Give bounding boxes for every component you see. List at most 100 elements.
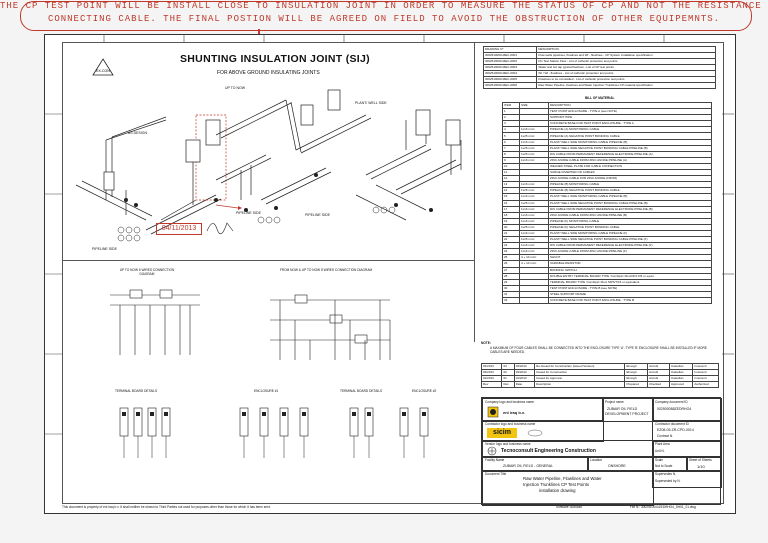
warning-triangle-icon: EX-CON bbox=[92, 58, 114, 76]
frame-ticks bbox=[44, 34, 734, 435]
unit-label: Unit N. bbox=[655, 449, 665, 453]
note-label: NOTE: bbox=[481, 341, 491, 345]
revision-cell: Authorized bbox=[692, 381, 719, 388]
scale-cell: Scale Not to Scale bbox=[652, 456, 688, 472]
supersedes-label: Supersedes N. bbox=[655, 472, 677, 476]
revision-cell: Rev bbox=[480, 381, 503, 388]
footer-disclaimer: This document is property of eni iraq b.… bbox=[62, 505, 271, 509]
revision-cell: Rev bbox=[501, 381, 515, 388]
company-label: Company logo and business name bbox=[485, 400, 535, 404]
label-up-to-now: UP TO NOW bbox=[225, 86, 246, 90]
label-pipeline-side-1: PIPELINE SIDE bbox=[92, 247, 117, 251]
bom-item-cell: 32 bbox=[502, 296, 520, 305]
connection-diagrams bbox=[110, 289, 391, 360]
project-line-1: ZUBAIR OIL FIELD bbox=[607, 407, 638, 411]
engineering-name: Tecnoconsult Engineering Construction bbox=[501, 448, 596, 454]
terminal-board-right-title: TERMINAL BOARD DETAILS bbox=[340, 389, 383, 393]
enclosure-1-title: ENCLOSURE #1 bbox=[254, 389, 279, 393]
label-pipeline-side-3: PIPELINE SIDE bbox=[305, 213, 330, 217]
terminal-board-left-title: TERMINAL BOARD DETAILS bbox=[115, 389, 158, 393]
enclosure-2-title: ENCLOSURE #2 bbox=[412, 389, 437, 393]
contractor-doc-label: Contractor document ID bbox=[655, 422, 689, 426]
doc-title-label: Document Title bbox=[485, 472, 507, 476]
contractor-name: sicim bbox=[487, 428, 517, 438]
engineering-logo-icon bbox=[487, 446, 497, 456]
revision-cell: Checked bbox=[647, 381, 670, 388]
company-doc-id: 002500088ZEDRHO4 bbox=[657, 407, 692, 411]
signature-mark bbox=[206, 222, 234, 235]
doc-title-cell: Document Title Raw Water Pipeline, Flowl… bbox=[482, 470, 654, 506]
location-cell: Location ONSHORE bbox=[587, 456, 654, 472]
bom-header: BILL OF MATERIAL bbox=[585, 96, 615, 100]
sheet-label: Sheet of Sheets bbox=[689, 458, 712, 462]
installation-note-line-2: CONNECTING CABLE. THE FINAL POSTION WILL… bbox=[47, 14, 721, 24]
installation-note-line-1: THE CP TEST POINT WILL BE INSTALL CLOSE … bbox=[0, 1, 768, 11]
supersedes-cell: Supersedes N. Superseded by N. bbox=[652, 470, 722, 488]
contractor-cell: Contractor logo and business name sicim bbox=[482, 420, 604, 442]
label-plant-well-side: PLANT/ WELL SIDE bbox=[355, 101, 387, 105]
contract-label: Contract N. bbox=[657, 434, 674, 438]
location-label: Location bbox=[590, 458, 603, 462]
location-value: ONSHORE bbox=[608, 464, 626, 468]
bom-row: 32 CONCRETE BASE FOR TEST POINT ENCLOSURE… bbox=[502, 296, 712, 305]
facility-cell: Facility Name ZUBAIR OIL FIELD - GENERAL bbox=[482, 456, 589, 472]
ref-cell: 3002510000-MEC-0006 bbox=[482, 82, 538, 89]
terminal-board-details bbox=[119, 407, 429, 458]
doc-title-line-3: installation drawing bbox=[539, 488, 576, 493]
eni-logo-icon bbox=[487, 406, 499, 418]
svg-text:EX-CON: EX-CON bbox=[96, 69, 110, 73]
engineering-cell: Vendor logo and business name Tecnoconsu… bbox=[482, 440, 654, 458]
note-leader-line bbox=[258, 29, 260, 37]
facility-label: Facility Name bbox=[485, 458, 505, 462]
contractor-label: Contractor logo and business name bbox=[485, 422, 536, 426]
doc-title-line-1: Raw Water Pipeline, Flowlines and Water bbox=[523, 476, 602, 481]
section-divider bbox=[62, 260, 474, 261]
contractor-doc-cell: Contractor document ID EZ08-05-ZR-CPD-00… bbox=[652, 420, 722, 442]
installation-note: THE CP TEST POINT WILL BE INSTALL CLOSE … bbox=[0, 0, 768, 30]
facility-value: ZUBAIR OIL FIELD - GENERAL bbox=[503, 464, 554, 468]
sheet-value: 1/10 bbox=[697, 464, 705, 469]
isometric-pipe-drawings bbox=[75, 89, 462, 242]
project-label: Project name bbox=[605, 400, 624, 404]
revision-cell: Description bbox=[534, 381, 626, 388]
footer-file: File N.: 3002510000ZEDRHO4_SH01_01.dwg bbox=[630, 505, 696, 509]
sheet-cell: Sheet of Sheets 1/10 bbox=[686, 456, 722, 472]
scale-label: Scale bbox=[655, 458, 663, 462]
note-callout-box bbox=[20, 1, 752, 31]
company-cell: Company logo and business name eni iraq … bbox=[482, 398, 604, 422]
scale-value: Not to Scale bbox=[655, 464, 673, 468]
ref-cell: Raw Water Pipeline, flowlines and Water … bbox=[536, 82, 716, 89]
label-pipeline-side-2: PIPELINE SIDE bbox=[236, 211, 261, 215]
revision-cell: Date bbox=[513, 381, 536, 388]
diagram-right-title: FROM NOW & UP TO NOW 8 WIRES CONNECTION … bbox=[279, 268, 373, 272]
contractor-doc-id: EZ08-05-ZR-CPD-0014 bbox=[657, 428, 694, 432]
drawing-title: SHUNTING INSULATION JOINT (SIJ) bbox=[180, 53, 370, 65]
diagram-left-title: UP TO NOW 6 WIRES CONNECTION DIAGRAM bbox=[119, 268, 175, 276]
bom-description-cell: CONCRETE BASE FOR TEST POINT ENCLOSURE -… bbox=[548, 296, 712, 305]
project-cell: Project name ZUBAIR OIL FIELD DEVELOPMEN… bbox=[602, 398, 654, 422]
project-line-2: DEVELOPMENT PROJECT bbox=[605, 412, 649, 416]
company-doc-cell: Company document ID 002500088ZEDRHO4 bbox=[652, 398, 722, 422]
bom-size-cell bbox=[519, 296, 549, 305]
revision-cell: Prepared bbox=[624, 381, 649, 388]
footer-software: Software: Autocad bbox=[556, 505, 582, 509]
reference-drawings-table: DRAWING N°DESCRIPTION 3002510000-MEC-000… bbox=[482, 46, 716, 89]
vertical-divider bbox=[474, 42, 475, 342]
company-name: eni iraq b.v. bbox=[503, 410, 525, 415]
revision-cell: Approved bbox=[668, 381, 694, 388]
label-as-design: AS DESIGN bbox=[128, 131, 148, 135]
drawing-frame bbox=[62, 42, 724, 504]
company-doc-label: Company document ID bbox=[655, 400, 688, 404]
title-block: Company logo and business name eni iraq … bbox=[481, 397, 722, 506]
date-stamp: 04/11/2013 bbox=[156, 223, 202, 235]
doc-title-line-2: Injection Trunklines CP Test Points bbox=[523, 482, 589, 487]
plant-area-label: Plant Area bbox=[655, 442, 670, 446]
enclosure-note: A MAXIMUM OF FOUR CABLES SHALL BE CONNEC… bbox=[490, 346, 707, 354]
contractor-partner-logo-icon bbox=[527, 429, 543, 437]
drawing-subtitle: FOR ABOVE GROUND INSULATING JOINTS bbox=[217, 70, 320, 76]
